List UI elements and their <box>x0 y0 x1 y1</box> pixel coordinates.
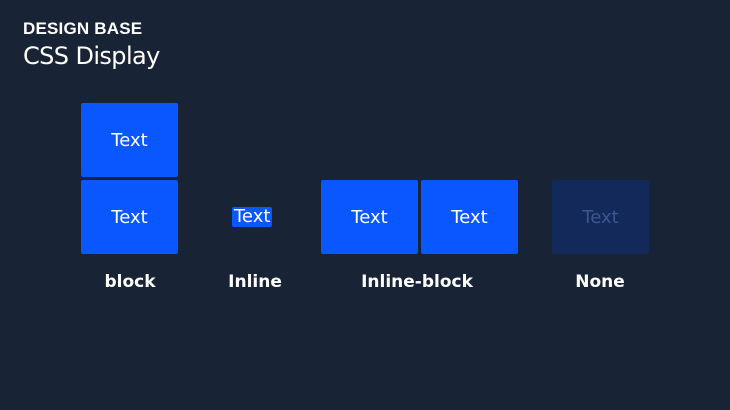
inline-block-label: Inline-block <box>361 272 473 292</box>
inline-label: Inline <box>228 272 282 292</box>
brand-logo: DESIGN BASE <box>23 19 143 38</box>
inline-block-box-1: Text <box>321 180 418 254</box>
block-box-2: Text <box>81 180 178 254</box>
block-label: block <box>104 272 156 292</box>
block-box-1: Text <box>81 103 178 177</box>
inline-block-box-2: Text <box>421 180 518 254</box>
none-box: Text <box>552 180 649 254</box>
inline-text: Text <box>232 206 273 227</box>
page-title: CSS Display <box>23 42 160 70</box>
none-label: None <box>575 272 625 292</box>
